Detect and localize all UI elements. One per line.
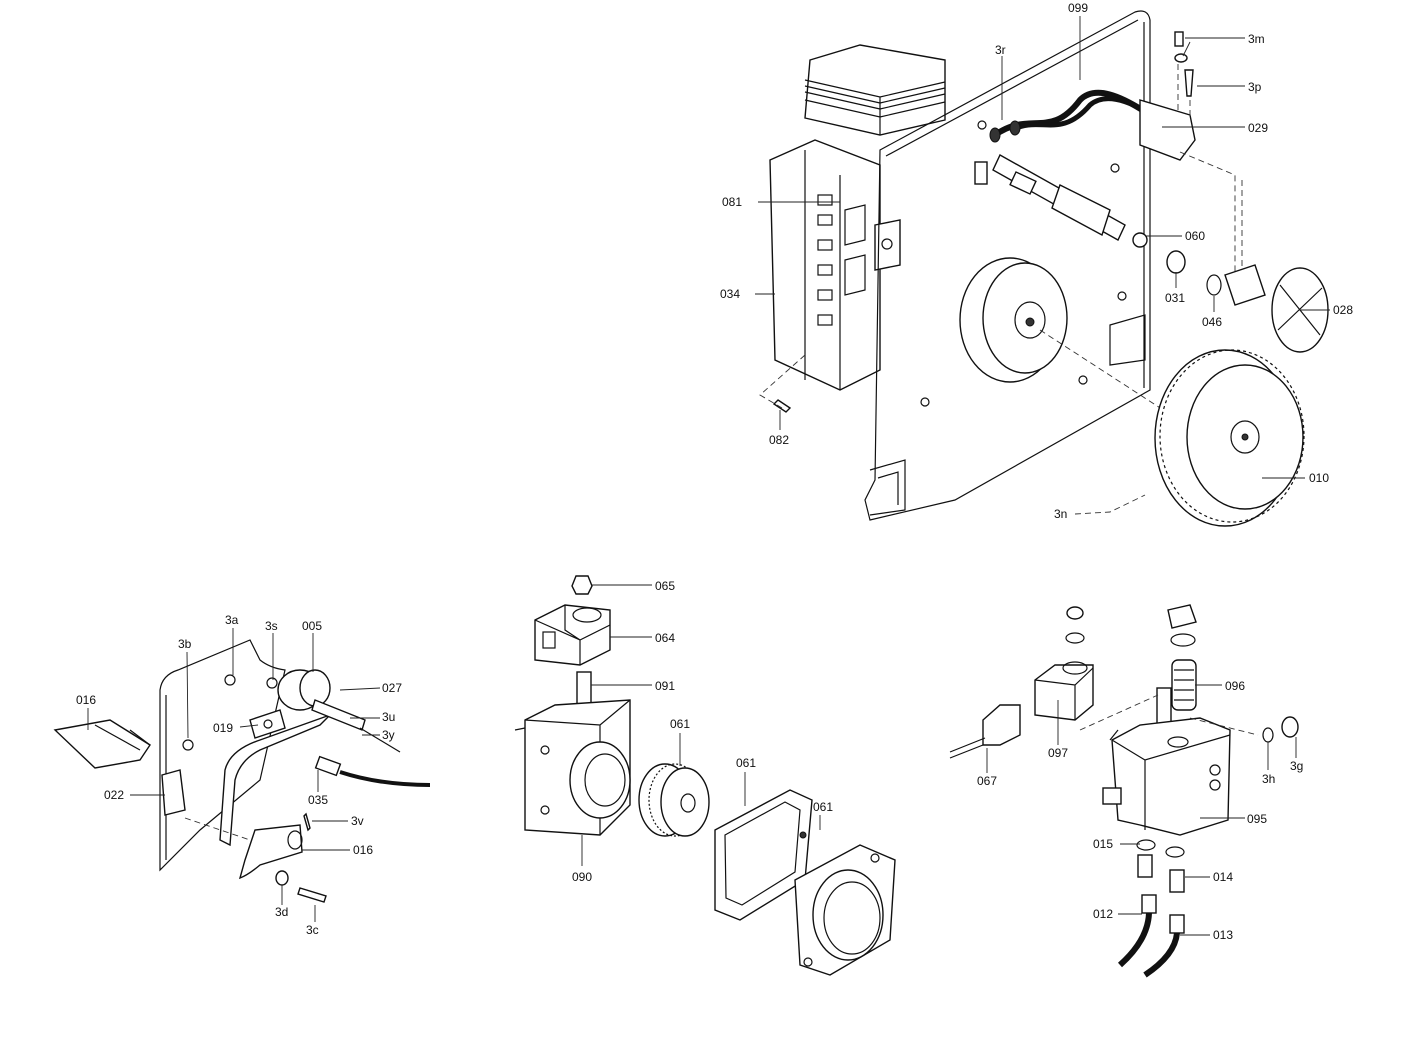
callout-027: 027 <box>382 681 402 695</box>
callout-3p: 3p <box>1248 80 1262 94</box>
nozzle-031 <box>1166 250 1186 274</box>
pump-body-095 <box>1102 717 1231 836</box>
pin-061 <box>799 831 807 839</box>
callout-016-damper: 016 <box>76 693 96 707</box>
callout-3v: 3v <box>351 814 364 828</box>
callout-060: 060 <box>1185 229 1205 243</box>
screw-3m <box>1174 31 1184 47</box>
callout-034: 034 <box>720 287 740 301</box>
callout-3a: 3a <box>225 613 239 627</box>
pump-valve-assembly: 096 097 067 3h 3g 095 015 014 012 013 <box>949 604 1303 978</box>
callout-029: 029 <box>1248 121 1268 135</box>
control-box <box>769 139 901 391</box>
callout-3g: 3g <box>1290 759 1303 773</box>
callout-046: 046 <box>1202 315 1222 329</box>
callout-3h: 3h <box>1262 772 1275 786</box>
filter-096 <box>1167 604 1197 711</box>
solenoid-coil-064 <box>534 604 611 666</box>
callout-3b: 3b <box>178 637 192 651</box>
callout-065: 065 <box>655 579 675 593</box>
callout-012: 012 <box>1093 907 1113 921</box>
damper-blade <box>53 719 151 769</box>
hose-012 <box>1117 854 1157 968</box>
callout-028: 028 <box>1333 303 1353 317</box>
callout-labels-middle: 065 064 091 061 061 061 090 <box>572 579 833 884</box>
hose-013 <box>1143 869 1185 978</box>
callout-022: 022 <box>104 788 124 802</box>
callout-015: 015 <box>1093 837 1113 851</box>
bracket-005 <box>249 669 331 739</box>
callout-067: 067 <box>977 774 997 788</box>
pump-assembly: 065 064 091 061 061 061 090 <box>514 575 896 976</box>
screw-3p <box>1184 69 1194 97</box>
motor <box>959 257 1068 383</box>
pump-cover <box>794 844 896 976</box>
callout-3m: 3m <box>1248 32 1265 46</box>
callout-3s: 3s <box>265 619 278 633</box>
callout-097: 097 <box>1048 746 1068 760</box>
callout-061-gasket: 061 <box>736 756 756 770</box>
callout-031: 031 <box>1165 291 1185 305</box>
stem-091 <box>576 671 592 707</box>
air-damper-assembly: 016 3a 3b 3s 005 027 3u 3y 019 022 035 3… <box>53 613 431 937</box>
callout-3r: 3r <box>995 43 1006 57</box>
callout-082: 082 <box>769 433 789 447</box>
callout-3u: 3u <box>382 710 395 724</box>
callout-019: 019 <box>213 721 233 735</box>
callout-061-pin: 061 <box>813 800 833 814</box>
callout-014: 014 <box>1213 870 1233 884</box>
solenoid-coil-097 <box>1034 661 1094 721</box>
callout-005: 005 <box>302 619 322 633</box>
pump-body-090 <box>514 699 631 836</box>
o-ring-046 <box>1206 274 1222 296</box>
callout-labels-right: 096 097 067 3h 3g 095 015 014 012 013 <box>977 679 1303 942</box>
housing-plate <box>864 10 1151 521</box>
callout-099: 099 <box>1068 1 1088 15</box>
callout-3d: 3d <box>275 905 288 919</box>
electrode-assembly <box>992 154 1126 241</box>
callout-016-lever: 016 <box>353 843 373 857</box>
washer-3m <box>1174 53 1188 63</box>
callout-090: 090 <box>572 870 592 884</box>
callout-3y: 3y <box>382 728 395 742</box>
callout-3c: 3c <box>306 923 319 937</box>
callout-035: 035 <box>308 793 328 807</box>
ignition-cables <box>989 89 1162 143</box>
diffuser-028 <box>1224 264 1329 353</box>
fan-wheel <box>1154 349 1305 527</box>
callout-061-gear: 061 <box>670 717 690 731</box>
burner-housing-assembly: 099 3r 3m 3p 029 081 034 060 031 046 028… <box>720 1 1353 527</box>
callout-010: 010 <box>1309 471 1329 485</box>
callout-064: 064 <box>655 631 675 645</box>
callout-labels-top: 099 3r 3m 3p 029 081 034 060 031 046 028… <box>720 1 1353 521</box>
callout-091: 091 <box>655 679 675 693</box>
gear-061 <box>638 763 710 837</box>
connector-067 <box>949 704 1021 759</box>
callout-013: 013 <box>1213 928 1233 942</box>
callout-096: 096 <box>1225 679 1245 693</box>
callout-081: 081 <box>722 195 742 209</box>
callout-3n: 3n <box>1054 507 1067 521</box>
nut-065 <box>571 575 593 595</box>
callout-labels-left: 016 3a 3b 3s 005 027 3u 3y 019 022 035 3… <box>76 613 402 937</box>
ignition-transformer <box>804 44 946 136</box>
callout-095: 095 <box>1247 812 1267 826</box>
